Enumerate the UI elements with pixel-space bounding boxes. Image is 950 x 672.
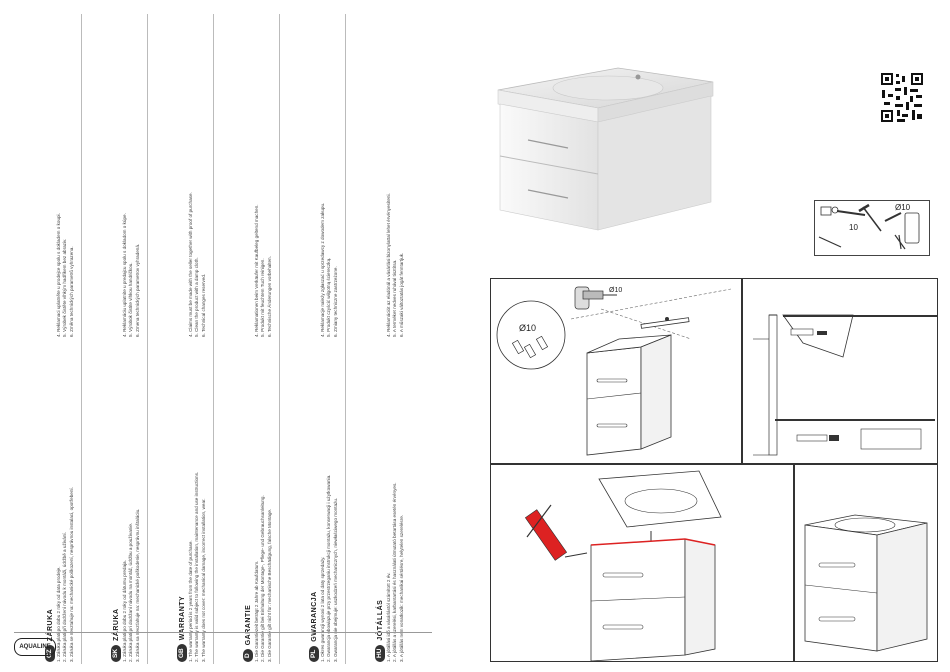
step-3-panel — [490, 464, 794, 662]
band-item: 3. Die Garantie gilt nicht für: mechanis… — [266, 508, 272, 662]
band-item: 4. Reklamacje należy zgłaszać u sprzedaw… — [320, 202, 325, 337]
lang-badge: D — [243, 649, 253, 662]
qr-code — [880, 72, 924, 124]
lang-badge: PL — [309, 645, 319, 662]
product-illustration — [497, 67, 714, 231]
band-item: 1. Záruka platí po dobu 2 roky od dátumu… — [122, 560, 127, 662]
band-text: 1. The warranty period is 2 years from t… — [188, 22, 216, 662]
band-title: ZÁRUKA — [46, 608, 54, 642]
band-item: 3. The warranty does not cover: mechanic… — [200, 498, 206, 662]
step-1-panel: Ø10 Ø10 — [490, 278, 742, 464]
band-item: 4. Reklamáciu uplatnite u predajcu spolu… — [122, 213, 127, 337]
step-4-illustration — [804, 514, 928, 652]
band-item: 2. A jótállás a szerelési, karbantartási… — [392, 482, 398, 662]
band-d-header: D GARANTIE — [242, 22, 254, 662]
lang-badge: HU — [375, 644, 385, 662]
band-item: 6. A műszaki változtatás jogát fenntartj… — [398, 252, 404, 337]
band-item: 3. Záruka se nevztahuje na: mechanické p… — [68, 487, 74, 662]
band-item: 6. Zmena technických parametrov vyhraden… — [134, 243, 140, 337]
lang-badge: GB — [177, 644, 187, 662]
band-hu-header: HU JÓTÁLLÁS — [374, 22, 386, 662]
band-text: 1. A jótállási idő a vásárlástól számíto… — [386, 22, 414, 662]
anchor-size-label: Ø10 — [519, 323, 537, 333]
band-item: 5. Clean the product with a damp cloth. — [194, 257, 200, 337]
band-gb-header: GB WARRANTY — [176, 22, 188, 662]
step-1-illustration — [496, 286, 732, 456]
brand-logo: AQUALINE — [14, 638, 56, 656]
band-item: 1. Záruka platí po dobu 2 roky od data p… — [56, 566, 61, 662]
band-text: 1. Záruka platí po dobu 2 roky od data p… — [56, 22, 84, 662]
band-item: 5. A terméket nedves ruhával tisztítsa. — [392, 259, 398, 337]
band-item: 4. Reklamationen beim Verkäufer mit Kauf… — [254, 204, 259, 337]
band-item: 6. Změna technických parametrů vyhrazena… — [68, 246, 74, 337]
band-item: 2. Die Garantie gilt bei Einhaltung der … — [260, 495, 266, 662]
band-gb-content: GB WARRANTY 1. The warranty period is 2 … — [176, 22, 216, 662]
band-item: 2. The warranty is valid subject to foll… — [194, 471, 200, 662]
band-item: 3. A jótállás nem vonatkozik: mechanikai… — [398, 514, 404, 662]
band-title: ZÁRUKA — [112, 608, 120, 641]
band-d-content: D GARANTIE 1. Die Garantiezeit beträgt 2… — [242, 22, 282, 662]
page-fold-line — [14, 632, 432, 633]
band-item: 5. Produkt mit feuchtem Tuch reinigen. — [260, 258, 266, 337]
step-2-panel — [742, 278, 939, 464]
band-text: 1. Záruka platí po dobu 2 roky od dátumu… — [122, 22, 150, 662]
band-item: 2. Záruka platí při dodržení návodu k mo… — [62, 532, 68, 662]
band-item: 4. Reklamaci uplatněte u prodejce spolu … — [56, 213, 61, 337]
band-item: 4. Reklamációt az eladónál a vásárlási b… — [386, 193, 391, 337]
band-item: 5. Výrobok čistite vlhkou handričkou. — [128, 262, 134, 337]
tools-illustration — [818, 203, 920, 250]
spanner-size-label: 10 — [849, 223, 858, 232]
band-item: 2. Gwarancja obowiązuje przy przestrzega… — [326, 474, 332, 662]
band-item: 6. Technische Änderungen vorbehalten. — [266, 256, 272, 337]
band-item: 1. Okres gwarancji wynosi 2 lata od daty… — [320, 556, 325, 662]
step-3-illustration — [524, 470, 722, 662]
band-sk-content: SK ZÁRUKA 1. Záruka platí po dobu 2 roky… — [110, 22, 150, 662]
band-gb: GB WARRANTY 1. The warranty period is 2 … — [172, 14, 214, 664]
band-title: JÓTÁLLÁS — [376, 599, 384, 641]
band-pl: PL GWARANCJA 1. Okres gwarancji wynosi 2… — [304, 14, 346, 664]
step-4-panel — [794, 464, 938, 662]
band-pl-content: PL GWARANCJA 1. Okres gwarancji wynosi 2… — [308, 22, 348, 662]
band-sk: SK ZÁRUKA 1. Záruka platí po dobu 2 roky… — [106, 14, 148, 664]
tools-panel: Ø10 10 — [814, 200, 930, 256]
band-title: WARRANTY — [178, 595, 186, 641]
lang-badge: SK — [111, 644, 121, 662]
band-item: 5. Výrobek čistěte vlhkým hadříkem bez a… — [62, 238, 68, 337]
band-item: 1. A jótállási idő a vásárlástól számíto… — [386, 572, 391, 662]
band-title: GWARANCJA — [310, 591, 318, 642]
band-cz-header: CZ ZÁRUKA — [44, 22, 56, 662]
band-item: 2. Záruka platí pri dodržaní návodu na m… — [128, 522, 134, 662]
band-item: 3. Gwarancja nie obejmuje: uszkodzeń mec… — [332, 497, 338, 662]
band-pl-header: PL GWARANCJA — [308, 22, 320, 662]
band-cz: CZ ZÁRUKA 1. Záruka platí po dobu 2 roky… — [40, 14, 82, 664]
band-sk-header: SK ZÁRUKA — [110, 22, 122, 662]
band-text: 1. Die Garantiezeit beträgt 2 Jahre ab K… — [254, 22, 282, 662]
step-2-illustration — [753, 314, 939, 456]
band-item: 1. Die Garantiezeit beträgt 2 Jahre ab K… — [254, 560, 259, 662]
band-hu: HU JÓTÁLLÁS 1. A jótállási idő a vásárlá… — [370, 14, 412, 664]
band-item: 6. Technical changes reserved. — [200, 273, 206, 337]
band-item: 4. Claims must be made with the seller t… — [188, 192, 193, 337]
band-item: 6. Zmiany techniczne zastrzeżone. — [332, 266, 338, 337]
drill-size-label: Ø10 — [609, 287, 623, 294]
band-d: D GARANTIE 1. Die Garantiezeit beträgt 2… — [238, 14, 280, 664]
band-item: 1. The warranty period is 2 years from t… — [188, 540, 193, 662]
band-cz-content: CZ ZÁRUKA 1. Záruka platí po dobu 2 roky… — [44, 22, 84, 662]
band-item: 3. Záruka sa nevzťahuje na: mechanické p… — [134, 508, 140, 662]
band-item: 5. Produkt czyścić wilgotną ściereczką. — [326, 257, 332, 337]
band-hu-content: HU JÓTÁLLÁS 1. A jótállási idő a vásárlá… — [374, 22, 414, 662]
drill-size-label: Ø10 — [895, 203, 911, 212]
band-text: 1. Okres gwarancji wynosi 2 lata od daty… — [320, 22, 348, 662]
band-title: GARANTIE — [244, 604, 252, 646]
